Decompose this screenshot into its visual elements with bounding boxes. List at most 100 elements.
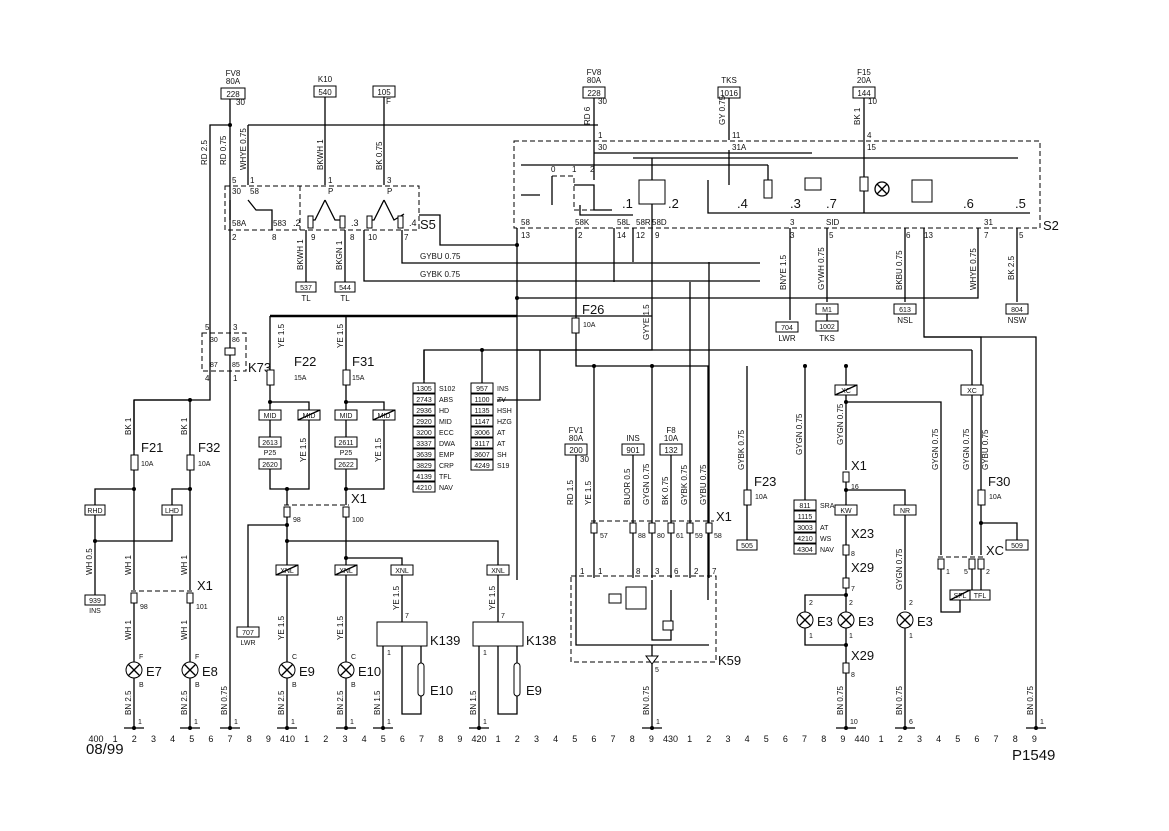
pin-label: 7 xyxy=(405,613,409,620)
terminal-label: 583 xyxy=(273,219,287,228)
fuse-f26: F26 10A GYYE 1.5 xyxy=(571,302,651,340)
terminal-label: 3 xyxy=(790,218,795,227)
terminal-label: SID xyxy=(826,218,840,227)
ruler-tick: 4 xyxy=(936,734,941,744)
cross-ref-number: 3337 xyxy=(416,441,432,448)
s5-wiring: BKWH 1 BKGN 1 GYBU 0.75 GYBK 0.75 xyxy=(296,214,760,282)
cross-ref-label: WS xyxy=(820,536,832,543)
wire-label: BUOR 0.5 xyxy=(623,468,632,505)
ground-marker: 1 xyxy=(373,719,393,730)
supply-f15: F15 20A 144 10 xyxy=(852,68,877,106)
ruler-tick: 8 xyxy=(630,734,635,744)
terminal-label: 58L xyxy=(617,218,631,227)
connector-x29-top: X29 7 xyxy=(804,560,874,612)
ruler-tick: 1 xyxy=(687,734,692,744)
wire-label: BN 2.5 xyxy=(124,690,133,715)
wire-label: YE 1.5 xyxy=(392,585,401,610)
s2-wiring: BNYE 1.5 GYWH 0.75 BKBU 0.75 WHYE 0.75 B… xyxy=(423,228,1018,600)
pin-label: 5 xyxy=(1019,231,1024,240)
wire-label: BN 2.5 xyxy=(277,690,286,715)
ruler-tick: 7 xyxy=(419,734,424,744)
ground-pin: 10 xyxy=(850,719,858,726)
option-mid: MID xyxy=(340,413,353,420)
ruler-tick: 3 xyxy=(917,734,922,744)
pin-label: 2 xyxy=(986,569,990,576)
wire-label: BN 0.75 xyxy=(220,686,229,715)
fuse-name: F31 xyxy=(352,354,374,369)
fuse-name: F32 xyxy=(198,440,220,455)
component-label: K73 xyxy=(248,360,271,375)
wire-label: YE 1.5 xyxy=(277,615,286,640)
pin-label: 8 xyxy=(851,672,855,679)
page-id: P1549 xyxy=(1012,747,1055,764)
cross-ref-number: 4249 xyxy=(474,463,490,470)
option-tfl: TFL xyxy=(974,593,987,600)
pin-label: 2 xyxy=(849,600,853,607)
lamp-label: E3 xyxy=(917,614,933,629)
component-label: S2 xyxy=(1043,218,1059,233)
ruler-tick: 4 xyxy=(553,734,558,744)
terminal-label: NSW xyxy=(1008,316,1027,325)
terminal-number: 105 xyxy=(377,88,391,97)
option-not-mid: MID xyxy=(378,413,391,420)
ruler-tick: 410 xyxy=(280,734,295,744)
ruler-tick: 2 xyxy=(898,734,903,744)
wire-label: BK 2.5 xyxy=(1007,255,1016,280)
terminal-number: 540 xyxy=(318,88,332,97)
pin-label: 16 xyxy=(851,484,859,491)
pin-label: 1 xyxy=(250,176,255,185)
ground-pin: 1 xyxy=(194,719,198,726)
terminal-707: 707 LWR xyxy=(236,626,260,647)
ruler-tick: 1 xyxy=(879,734,884,744)
terminal-number: 707 xyxy=(242,630,254,637)
section-label: .7 xyxy=(826,196,837,211)
relay-k73: 5 3 30 86 87 85 K73 4 1 xyxy=(201,323,271,383)
connector-name: X1 xyxy=(197,578,213,593)
s2-boundary xyxy=(513,140,1041,229)
section-label: .1 xyxy=(622,196,633,211)
relay-k59: 1 1 8 3 6 2 7 K59 5 BN 0.75 xyxy=(570,567,741,728)
pin-label: 5 xyxy=(964,569,968,576)
pin-label: 8 xyxy=(272,233,277,242)
ruler-tick: 4 xyxy=(362,734,367,744)
cross-ref: 2622 xyxy=(338,462,354,469)
wire-label: RD 6 xyxy=(583,106,592,125)
pin-label: 2 xyxy=(232,233,237,242)
terminal-label: TKS xyxy=(819,334,835,343)
fuse-rating: 10A xyxy=(198,461,211,468)
terminal-label: 58 xyxy=(521,218,530,227)
pin-label: 4 xyxy=(867,131,872,140)
cross-ref-number: 1305 xyxy=(416,386,432,393)
lamp-label: E10 xyxy=(358,664,381,679)
cross-ref-label: SH xyxy=(497,452,507,459)
fuse-f30: F30 10A 509 xyxy=(977,474,1029,555)
ruler-tick: 6 xyxy=(783,734,788,744)
fuse-rating: 80A xyxy=(226,77,241,86)
cross-ref-number: 3607 xyxy=(474,452,490,459)
pin-label: 1 xyxy=(946,569,950,576)
ruler-tick: 420 xyxy=(471,734,486,744)
ground-marker: 1 xyxy=(642,719,662,730)
indicator-lamp-icon xyxy=(874,181,890,197)
section-label: .2 xyxy=(293,218,301,228)
option-lhd: LHD xyxy=(165,508,179,515)
terminal-number: 939 xyxy=(89,598,101,605)
section-label: .3 xyxy=(351,218,359,228)
cross-ref-number: 1115 xyxy=(798,514,813,521)
date-code: 08/99 xyxy=(86,741,124,758)
pin-label: 12 xyxy=(636,231,645,240)
wire-label: BK 1 xyxy=(124,417,133,435)
terminal-number: 1002 xyxy=(819,324,835,331)
cross-ref-number: 1147 xyxy=(474,419,489,426)
pin-label: B xyxy=(292,682,297,689)
wire-label: GYBU 0.75 xyxy=(981,429,990,470)
wire-label: BK 1 xyxy=(180,417,189,435)
fuse-rating: 15A xyxy=(294,375,307,382)
cross-ref-number: 2743 xyxy=(416,397,432,404)
connector-name: X1 xyxy=(351,491,367,506)
